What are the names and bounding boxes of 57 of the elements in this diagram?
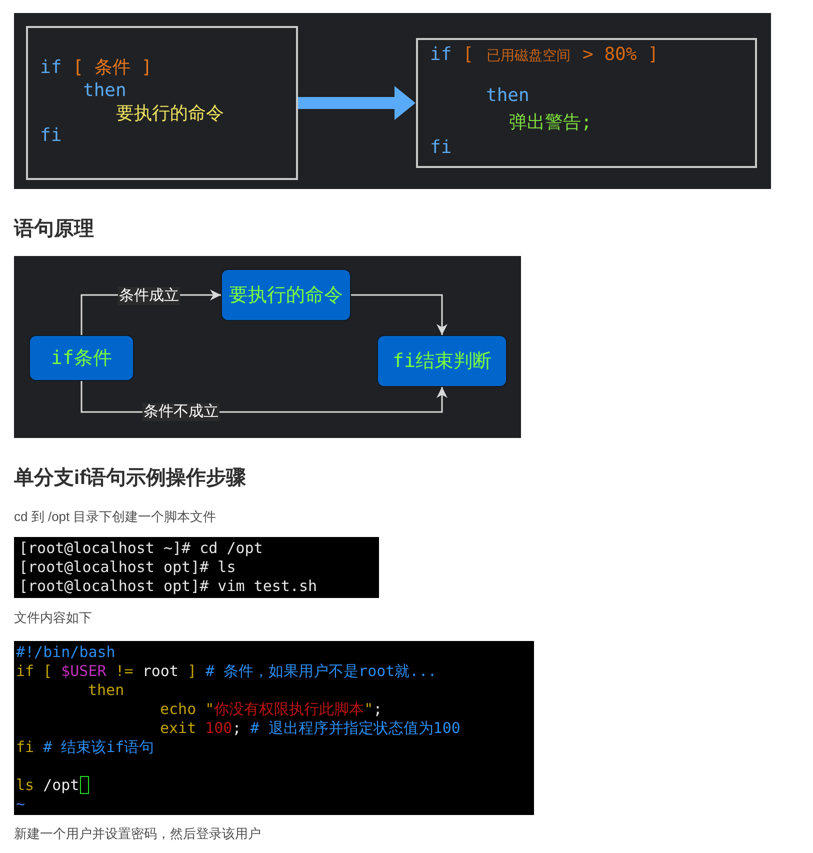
- punctuation: ]: [648, 43, 659, 67]
- keyword: fi: [430, 136, 452, 160]
- keyword: exit: [160, 718, 196, 738]
- code-comment: # 结束该if语句: [43, 738, 154, 756]
- paragraph: 新建一个用户并设置密码，然后登录该用户: [14, 825, 261, 843]
- keyword: then: [83, 79, 126, 103]
- process-box: [29, 335, 134, 381]
- punctuation: ;: [232, 718, 242, 738]
- code-text: ~: [16, 794, 26, 814]
- condition-text: 已用磁盘空间: [486, 47, 571, 66]
- keyword: then: [486, 84, 530, 108]
- code-box: [416, 38, 757, 168]
- punctuation: ": [364, 700, 374, 718]
- command-line: [root@localhost opt]# vim test.sh: [19, 576, 318, 596]
- punctuation: [: [462, 43, 474, 67]
- box-label: fi结束判断: [392, 349, 492, 373]
- box-label: if条件: [51, 346, 112, 370]
- section-heading: 单分支if语句示例操作步骤: [14, 466, 246, 490]
- keyword: fi: [40, 124, 62, 148]
- process-box: [221, 269, 351, 321]
- keyword: ls: [16, 776, 34, 794]
- keyword: echo: [160, 700, 196, 718]
- process-box: [377, 335, 507, 387]
- string-literal: 你没有权限执行此脚本: [214, 700, 364, 718]
- keyword: then: [88, 680, 124, 700]
- code-editor: [14, 641, 534, 815]
- command-text: 要执行的命令: [116, 102, 224, 126]
- edge-label: 条件不成立: [142, 403, 220, 421]
- code-comment: #!/bin/bash: [16, 642, 116, 662]
- condition-text: [ 条件 ]: [72, 56, 152, 80]
- code-comment: # 退出程序并指定状态值为100: [250, 718, 460, 738]
- arrow: [351, 294, 448, 335]
- variable: $USER: [61, 662, 106, 680]
- punctuation: ;: [373, 700, 382, 718]
- section-heading: 语句原理: [14, 217, 94, 241]
- box-label: 要执行的命令: [229, 283, 343, 307]
- code-comment: # 条件，如果用户不是root就...: [206, 662, 437, 680]
- operator: !=: [115, 662, 134, 680]
- edge-label: 条件成立: [118, 287, 180, 305]
- paragraph: 文件内容如下: [14, 609, 92, 627]
- code-box: [26, 26, 298, 180]
- command-text: 弹出警告;: [509, 111, 592, 135]
- number-literal: 100: [205, 718, 232, 738]
- keyword: fi: [16, 738, 34, 756]
- keyword: ]: [187, 662, 196, 680]
- command-line: [root@localhost ~]# cd /opt: [19, 538, 263, 558]
- keyword: if [: [16, 662, 52, 680]
- terminal-window: [14, 537, 379, 598]
- command-line: [root@localhost opt]# ls: [19, 558, 236, 576]
- code-text: root: [142, 662, 178, 680]
- block-arrow: [298, 86, 416, 120]
- code-text: /opt: [43, 776, 80, 794]
- paragraph: cd 到 /opt 目录下创建一个脚本文件: [14, 508, 216, 526]
- punctuation: ": [205, 700, 214, 718]
- condition-text: > 80%: [582, 43, 637, 67]
- keyword: if: [40, 56, 62, 80]
- keyword: if: [430, 43, 452, 67]
